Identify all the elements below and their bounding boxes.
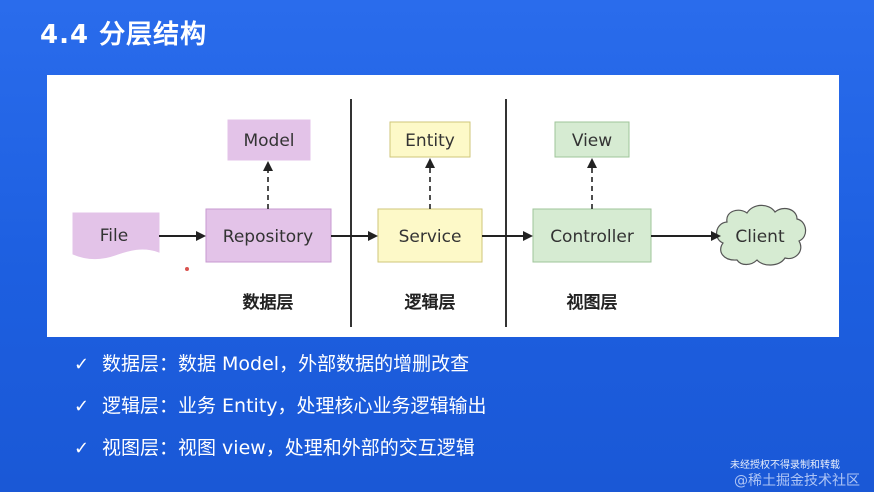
bullet-item: ✓ 视图层：视图 view，处理和外部的交互逻辑 xyxy=(74,432,487,474)
entity-node xyxy=(389,121,471,158)
layer-label-view: 视图层 xyxy=(567,292,618,313)
file-label: File xyxy=(100,226,128,246)
community-watermark: @稀土掘金技术社区 xyxy=(734,473,860,489)
bullet-text: 逻辑层：业务 Entity，处理核心业务逻辑输出 xyxy=(102,395,487,417)
check-icon: ✓ xyxy=(74,438,90,459)
check-icon: ✓ xyxy=(74,354,90,375)
entity-label: Entity xyxy=(405,131,455,151)
bullet-text: 数据层：数据 Model，外部数据的增删改查 xyxy=(102,353,470,375)
stray-dot xyxy=(185,267,189,271)
slide-title: 4.4 分层结构 xyxy=(40,20,208,50)
view-label: View xyxy=(572,131,612,151)
diagram-panel: File Repository Model Service Entity Con… xyxy=(47,75,839,337)
client-label: Client xyxy=(735,227,785,247)
layer-label-logic: 逻辑层 xyxy=(405,292,456,313)
bullet-item: ✓ 逻辑层：业务 Entity，处理核心业务逻辑输出 xyxy=(74,390,487,432)
architecture-diagram: File Repository Model Service Entity Con… xyxy=(72,99,807,327)
bullet-list: ✓ 数据层：数据 Model，外部数据的增删改查 ✓ 逻辑层：业务 Entity，处… xyxy=(74,348,487,474)
model-node xyxy=(227,119,311,161)
controller-label: Controller xyxy=(550,227,634,247)
bullet-item: ✓ 数据层：数据 Model，外部数据的增删改查 xyxy=(74,348,487,390)
repository-label: Repository xyxy=(223,227,313,247)
check-icon: ✓ xyxy=(74,396,90,417)
bullet-text: 视图层：视图 view，处理和外部的交互逻辑 xyxy=(102,437,475,459)
view-node xyxy=(554,121,630,158)
layer-label-data: 数据层 xyxy=(243,292,294,313)
service-label: Service xyxy=(399,227,462,247)
copyright-watermark: 未经授权不得录制和转载 xyxy=(730,460,840,471)
model-label: Model xyxy=(243,131,294,151)
file-node xyxy=(72,212,160,260)
